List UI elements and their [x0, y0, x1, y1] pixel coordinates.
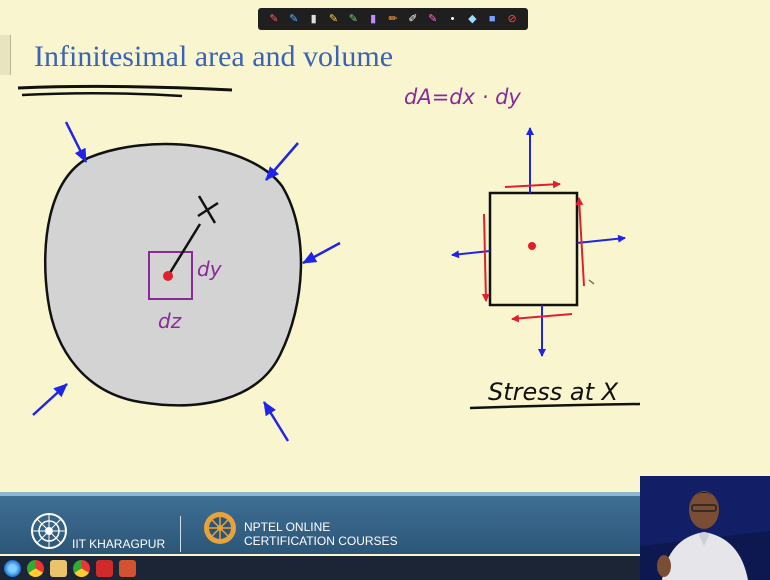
footer-stripe [0, 492, 640, 496]
footer-bar [0, 496, 640, 554]
slide-title: Infinitesimal area and volume [34, 40, 394, 73]
chrome-icon[interactable] [73, 559, 90, 577]
file-explorer-icon[interactable] [50, 559, 67, 577]
brush-icon[interactable]: ✐ [408, 13, 418, 25]
taskbar [0, 556, 640, 580]
force-arrow [262, 401, 290, 442]
leader-line [166, 223, 202, 277]
material-point [163, 271, 173, 281]
force-arrow [32, 383, 68, 416]
shear-stress-arrow [511, 313, 573, 323]
area-formula: dA=dx · dy [404, 85, 521, 109]
pen-icon[interactable]: ✎ [348, 13, 358, 25]
pen-icon[interactable]: ✎ [428, 13, 438, 25]
nptel-subtitle: CERTIFICATION COURSES [244, 534, 398, 548]
slide-edge-tab[interactable] [0, 35, 11, 75]
palette-icon[interactable]: ■ [488, 13, 496, 25]
annotation-toolbar: ✎ ✎ ▮ ✎ ✎ ▮ ✏ ✐ ✎ • ◆ ■ ⊘ [258, 8, 528, 30]
pen-icon[interactable]: ✎ [289, 13, 299, 25]
marker-icon[interactable]: ▮ [370, 13, 377, 25]
dy-label: dy [197, 257, 223, 281]
pencil-icon[interactable]: ✏ [388, 13, 398, 25]
stress-point [528, 242, 536, 250]
clear-icon[interactable]: ⊘ [507, 13, 517, 25]
institute-name: IIT KHARAGPUR [72, 537, 166, 551]
eraser-icon[interactable]: ◆ [468, 13, 477, 25]
pen-icon[interactable]: ✎ [328, 13, 339, 25]
force-arrow [265, 142, 299, 181]
chrome-icon[interactable] [27, 559, 44, 577]
force-arrow [302, 241, 341, 265]
shear-stress-arrow [575, 197, 585, 287]
dot-icon[interactable]: • [450, 13, 455, 25]
normal-stress-arrow [451, 250, 491, 259]
stress-label: Stress at X [488, 378, 619, 406]
shear-stress-arrow [481, 213, 490, 302]
stray-mark [588, 279, 595, 285]
element-square [148, 251, 193, 300]
powerpoint-icon[interactable] [119, 559, 136, 577]
x-mark [197, 195, 219, 224]
stress-underline [469, 402, 641, 410]
normal-stress-arrow [576, 234, 626, 244]
body-blob [43, 142, 303, 407]
presenter-webcam [640, 476, 770, 580]
footer-divider [180, 516, 181, 552]
slide-drawing: X dy dz dA=dx · dy Stress at X [17, 84, 641, 442]
pdf-icon[interactable] [96, 559, 113, 577]
start-icon[interactable] [4, 559, 21, 577]
iit-kharagpur-logo-icon [31, 513, 67, 549]
highlighter-icon[interactable]: ▮ [310, 13, 317, 25]
nptel-title: NPTEL ONLINE [244, 520, 331, 534]
pen-icon[interactable]: ✎ [269, 13, 279, 25]
force-arrow [64, 121, 88, 163]
title-underline [21, 91, 183, 98]
title-underline [17, 84, 233, 92]
stress-element [488, 191, 579, 307]
shear-stress-arrow [504, 180, 561, 189]
nptel-logo-icon [204, 512, 236, 544]
dx-label: dz [158, 309, 182, 333]
